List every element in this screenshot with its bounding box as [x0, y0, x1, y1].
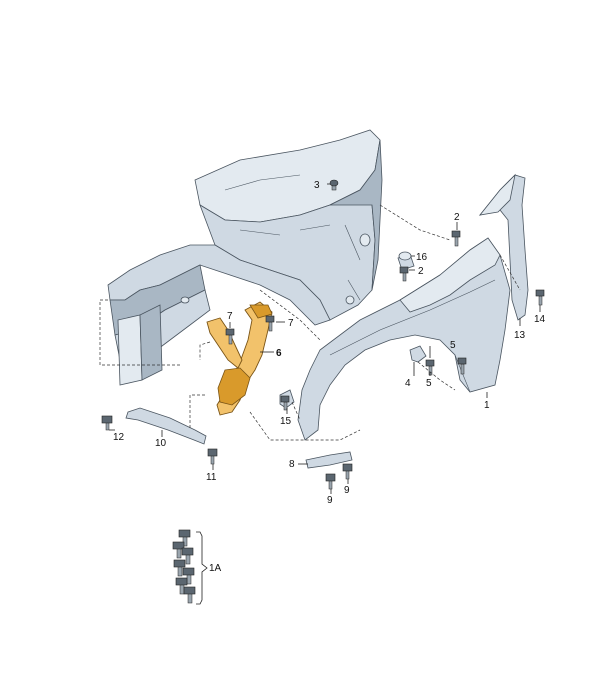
- bolts: [101, 179, 545, 490]
- strut-bar-part-10: [125, 407, 207, 445]
- callout-6: 6: [276, 348, 282, 359]
- callout-15: 15: [280, 416, 292, 427]
- callout-11: 11: [206, 472, 217, 483]
- callout-10: 10: [155, 438, 167, 449]
- callout-2-upper: 2: [454, 212, 460, 223]
- front-wing-panel: [297, 237, 511, 441]
- wing-liner-strip: [478, 173, 529, 321]
- callout-7-left: 7: [227, 311, 233, 322]
- callout-1: 1: [484, 400, 490, 411]
- callout-9-left: 9: [327, 495, 333, 506]
- callout-12: 12: [113, 432, 125, 443]
- callout-3: 3: [314, 180, 320, 191]
- callout-4: 4: [405, 378, 411, 389]
- callout-8: 8: [289, 459, 295, 470]
- callout-13: 13: [514, 330, 526, 341]
- highlighted-bracket-part-6: [206, 301, 273, 416]
- callout-16: 16: [416, 252, 428, 263]
- leader-lines: [109, 183, 541, 494]
- callout-5-upper: 5: [450, 340, 456, 351]
- fastener-kit-1A: [172, 529, 208, 605]
- callout-14: 14: [534, 314, 546, 325]
- callout-1A: 1A: [209, 563, 222, 574]
- body-structure: [107, 129, 383, 386]
- callout-9-right: 9: [344, 485, 350, 496]
- reference-lines: [99, 204, 521, 441]
- callout-5-lower: 5: [426, 378, 432, 389]
- callout-2-lower: 2: [418, 266, 424, 277]
- callout-7-right: 7: [288, 318, 294, 329]
- callout-labels: 3 2 16 2 7 7 6 5 4 5 1 13 14 12 10 11 15…: [113, 180, 546, 574]
